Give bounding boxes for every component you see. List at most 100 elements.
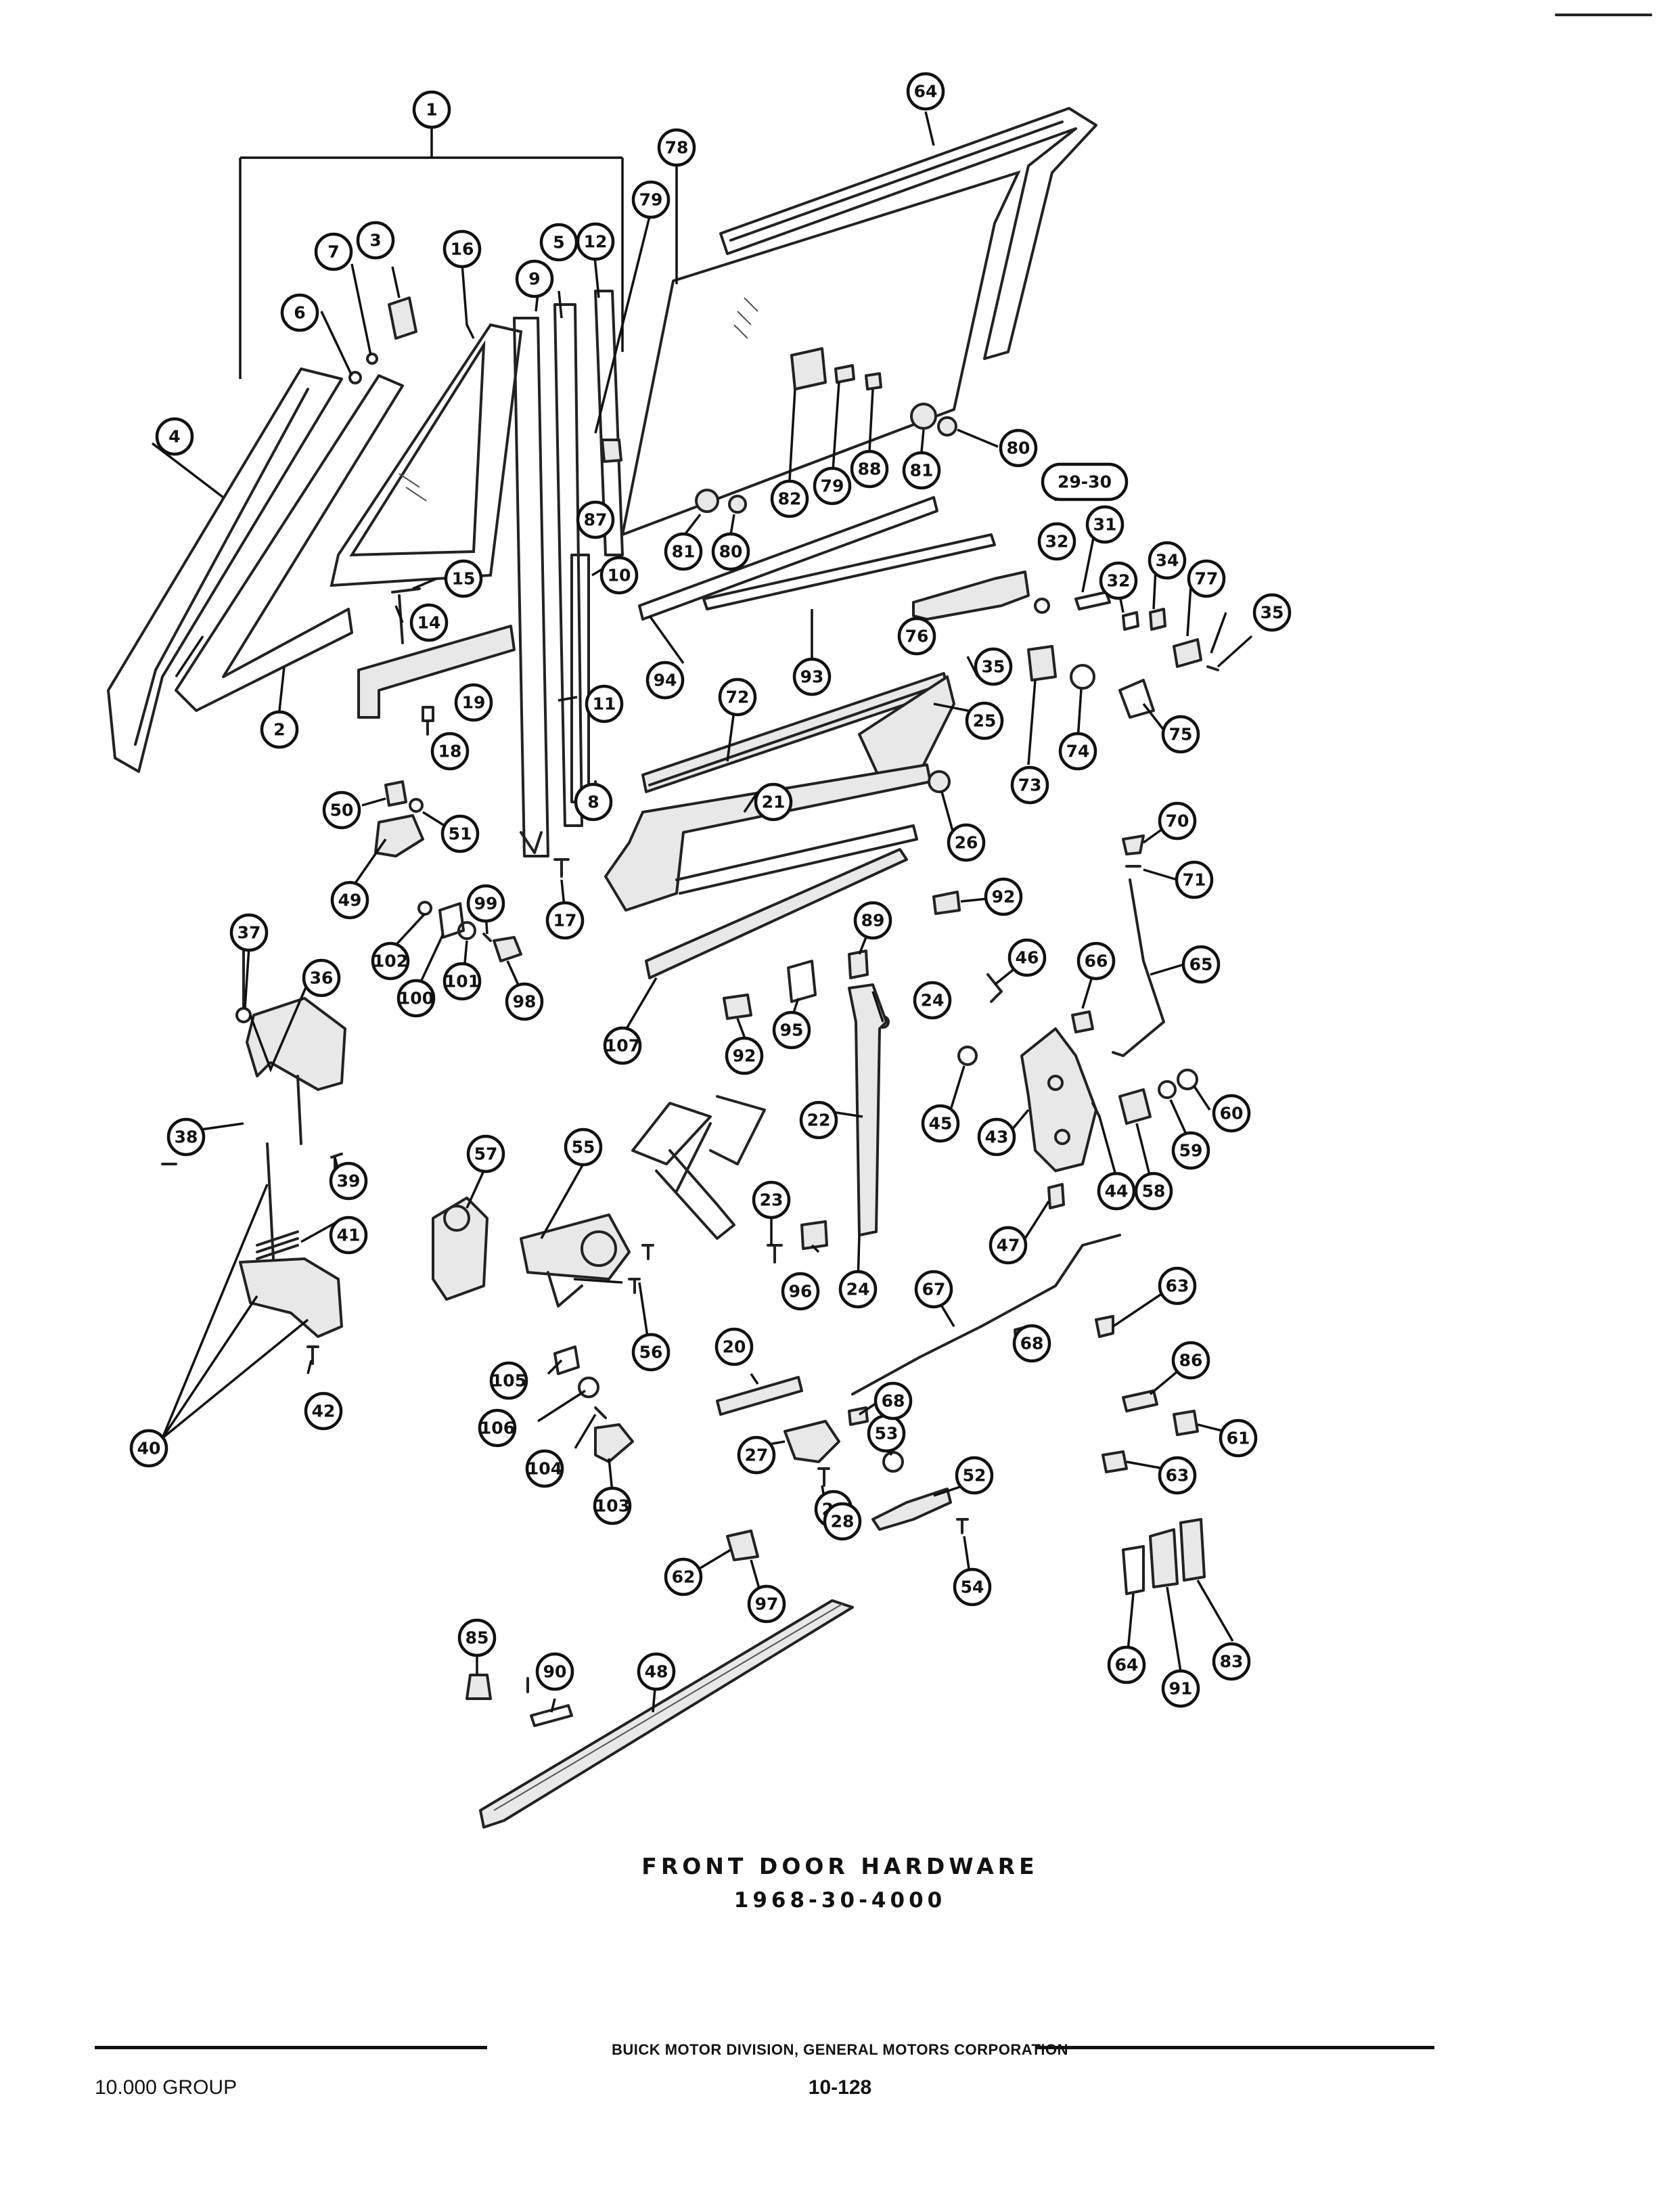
- svg-text:87: 87: [584, 510, 608, 530]
- callout-8: 8: [574, 782, 613, 822]
- svg-text:70: 70: [1166, 811, 1189, 831]
- callout-35-b: 35: [974, 647, 1013, 686]
- svg-text:56: 56: [639, 1343, 663, 1362]
- svg-text:35: 35: [982, 657, 1005, 677]
- callout-74: 74: [1058, 732, 1097, 771]
- callout-71: 71: [1175, 860, 1214, 899]
- callout-63-b: 63: [1158, 1456, 1197, 1495]
- callout-78: 78: [657, 128, 696, 167]
- svg-text:34: 34: [1156, 551, 1179, 571]
- svg-text:32: 32: [1045, 532, 1069, 552]
- footer-rule-left: [95, 2046, 487, 2049]
- callout-64-b: 64: [1107, 1645, 1146, 1684]
- svg-text:10: 10: [608, 566, 631, 585]
- svg-text:46: 46: [1016, 948, 1039, 968]
- callout-39: 39: [329, 1161, 368, 1201]
- part-sill-plate: [479, 1599, 854, 1829]
- svg-text:20: 20: [723, 1337, 746, 1357]
- callout-92-a: 92: [984, 877, 1023, 916]
- callout-76: 76: [897, 617, 936, 656]
- callout-32-a: 32: [1037, 522, 1076, 561]
- svg-text:80: 80: [719, 542, 743, 562]
- svg-text:79: 79: [639, 190, 663, 210]
- callout-26: 26: [947, 823, 986, 862]
- callout-4: 4: [155, 417, 194, 456]
- callout-37: 37: [229, 913, 269, 952]
- part-front-pillar-molding: [107, 367, 343, 773]
- svg-text:21: 21: [762, 792, 786, 812]
- svg-text:5: 5: [553, 233, 564, 252]
- part-window-regulator: [631, 1102, 712, 1165]
- svg-text:8: 8: [587, 792, 599, 812]
- svg-text:51: 51: [449, 824, 472, 844]
- callout-80-a: 80: [999, 428, 1038, 468]
- svg-text:88: 88: [858, 460, 882, 479]
- part-sash-bracket: [858, 675, 955, 780]
- callout-36: 36: [302, 958, 341, 998]
- svg-text:35: 35: [1261, 603, 1284, 623]
- callout-54: 54: [953, 1567, 992, 1607]
- svg-text:81: 81: [672, 542, 696, 562]
- callout-55: 55: [564, 1127, 603, 1167]
- svg-text:19: 19: [462, 693, 486, 713]
- callout-73: 73: [1010, 765, 1049, 805]
- svg-text:63: 63: [1166, 1276, 1189, 1296]
- callout-68-a: 68: [873, 1381, 913, 1421]
- callout-80-b: 80: [711, 532, 750, 571]
- callout-1: 1: [412, 90, 451, 129]
- callout-90: 90: [535, 1652, 574, 1691]
- svg-text:44: 44: [1105, 1182, 1129, 1201]
- callout-43: 43: [977, 1117, 1016, 1157]
- callout-70: 70: [1158, 801, 1197, 841]
- svg-text:11: 11: [593, 694, 616, 714]
- callout-24-b: 24: [838, 1270, 878, 1309]
- svg-text:85: 85: [466, 1628, 489, 1648]
- callout-81-a: 81: [902, 451, 941, 490]
- part-window-guide: [848, 983, 888, 1236]
- callout-79-b: 79: [813, 466, 852, 506]
- svg-text:103: 103: [595, 1496, 630, 1516]
- callout-75: 75: [1161, 715, 1200, 754]
- callout-24-a: 24: [913, 981, 952, 1020]
- callout-98: 98: [505, 982, 544, 1021]
- callout-50: 50: [322, 790, 361, 830]
- callout-28: 28: [823, 1502, 862, 1541]
- svg-text:14: 14: [417, 613, 441, 633]
- svg-text:29-30: 29-30: [1058, 472, 1112, 492]
- svg-text:57: 57: [474, 1144, 498, 1164]
- callout-100: 100: [396, 979, 436, 1018]
- svg-text:107: 107: [605, 1036, 640, 1056]
- callout-61: 61: [1219, 1419, 1258, 1458]
- svg-text:64: 64: [1115, 1655, 1139, 1675]
- part-outer-weatherstrip: [702, 533, 996, 610]
- svg-text:71: 71: [1183, 870, 1206, 890]
- svg-text:72: 72: [726, 688, 750, 707]
- svg-text:62: 62: [672, 1567, 696, 1587]
- parts-line-art: [107, 107, 1219, 1829]
- callout-31: 31: [1085, 505, 1125, 544]
- svg-text:50: 50: [330, 801, 354, 820]
- svg-text:24: 24: [921, 991, 945, 1010]
- callout-12: 12: [576, 222, 615, 261]
- part-outside-handle: [912, 571, 1030, 621]
- callout-101: 101: [442, 962, 482, 1001]
- callout-60: 60: [1212, 1094, 1251, 1133]
- svg-text:60: 60: [1220, 1104, 1244, 1123]
- svg-text:97: 97: [755, 1594, 779, 1614]
- diagram-title: FRONT DOOR HARDWARE: [641, 1853, 1039, 1879]
- callout-103: 103: [593, 1486, 632, 1525]
- callout-52: 52: [955, 1456, 994, 1495]
- svg-text:41: 41: [337, 1226, 361, 1245]
- part-inner-weatherstrip: [638, 496, 938, 621]
- group-bracket: [239, 129, 624, 379]
- svg-text:104: 104: [527, 1459, 562, 1479]
- callout-14: 14: [409, 603, 449, 642]
- callout-64-a: 64: [906, 72, 945, 111]
- part-remote-rod: [851, 1234, 1121, 1395]
- part-run-channel: [553, 303, 583, 827]
- svg-text:93: 93: [800, 667, 824, 687]
- svg-text:36: 36: [310, 968, 334, 988]
- svg-text:42: 42: [312, 1402, 336, 1421]
- svg-text:32: 32: [1107, 571, 1131, 591]
